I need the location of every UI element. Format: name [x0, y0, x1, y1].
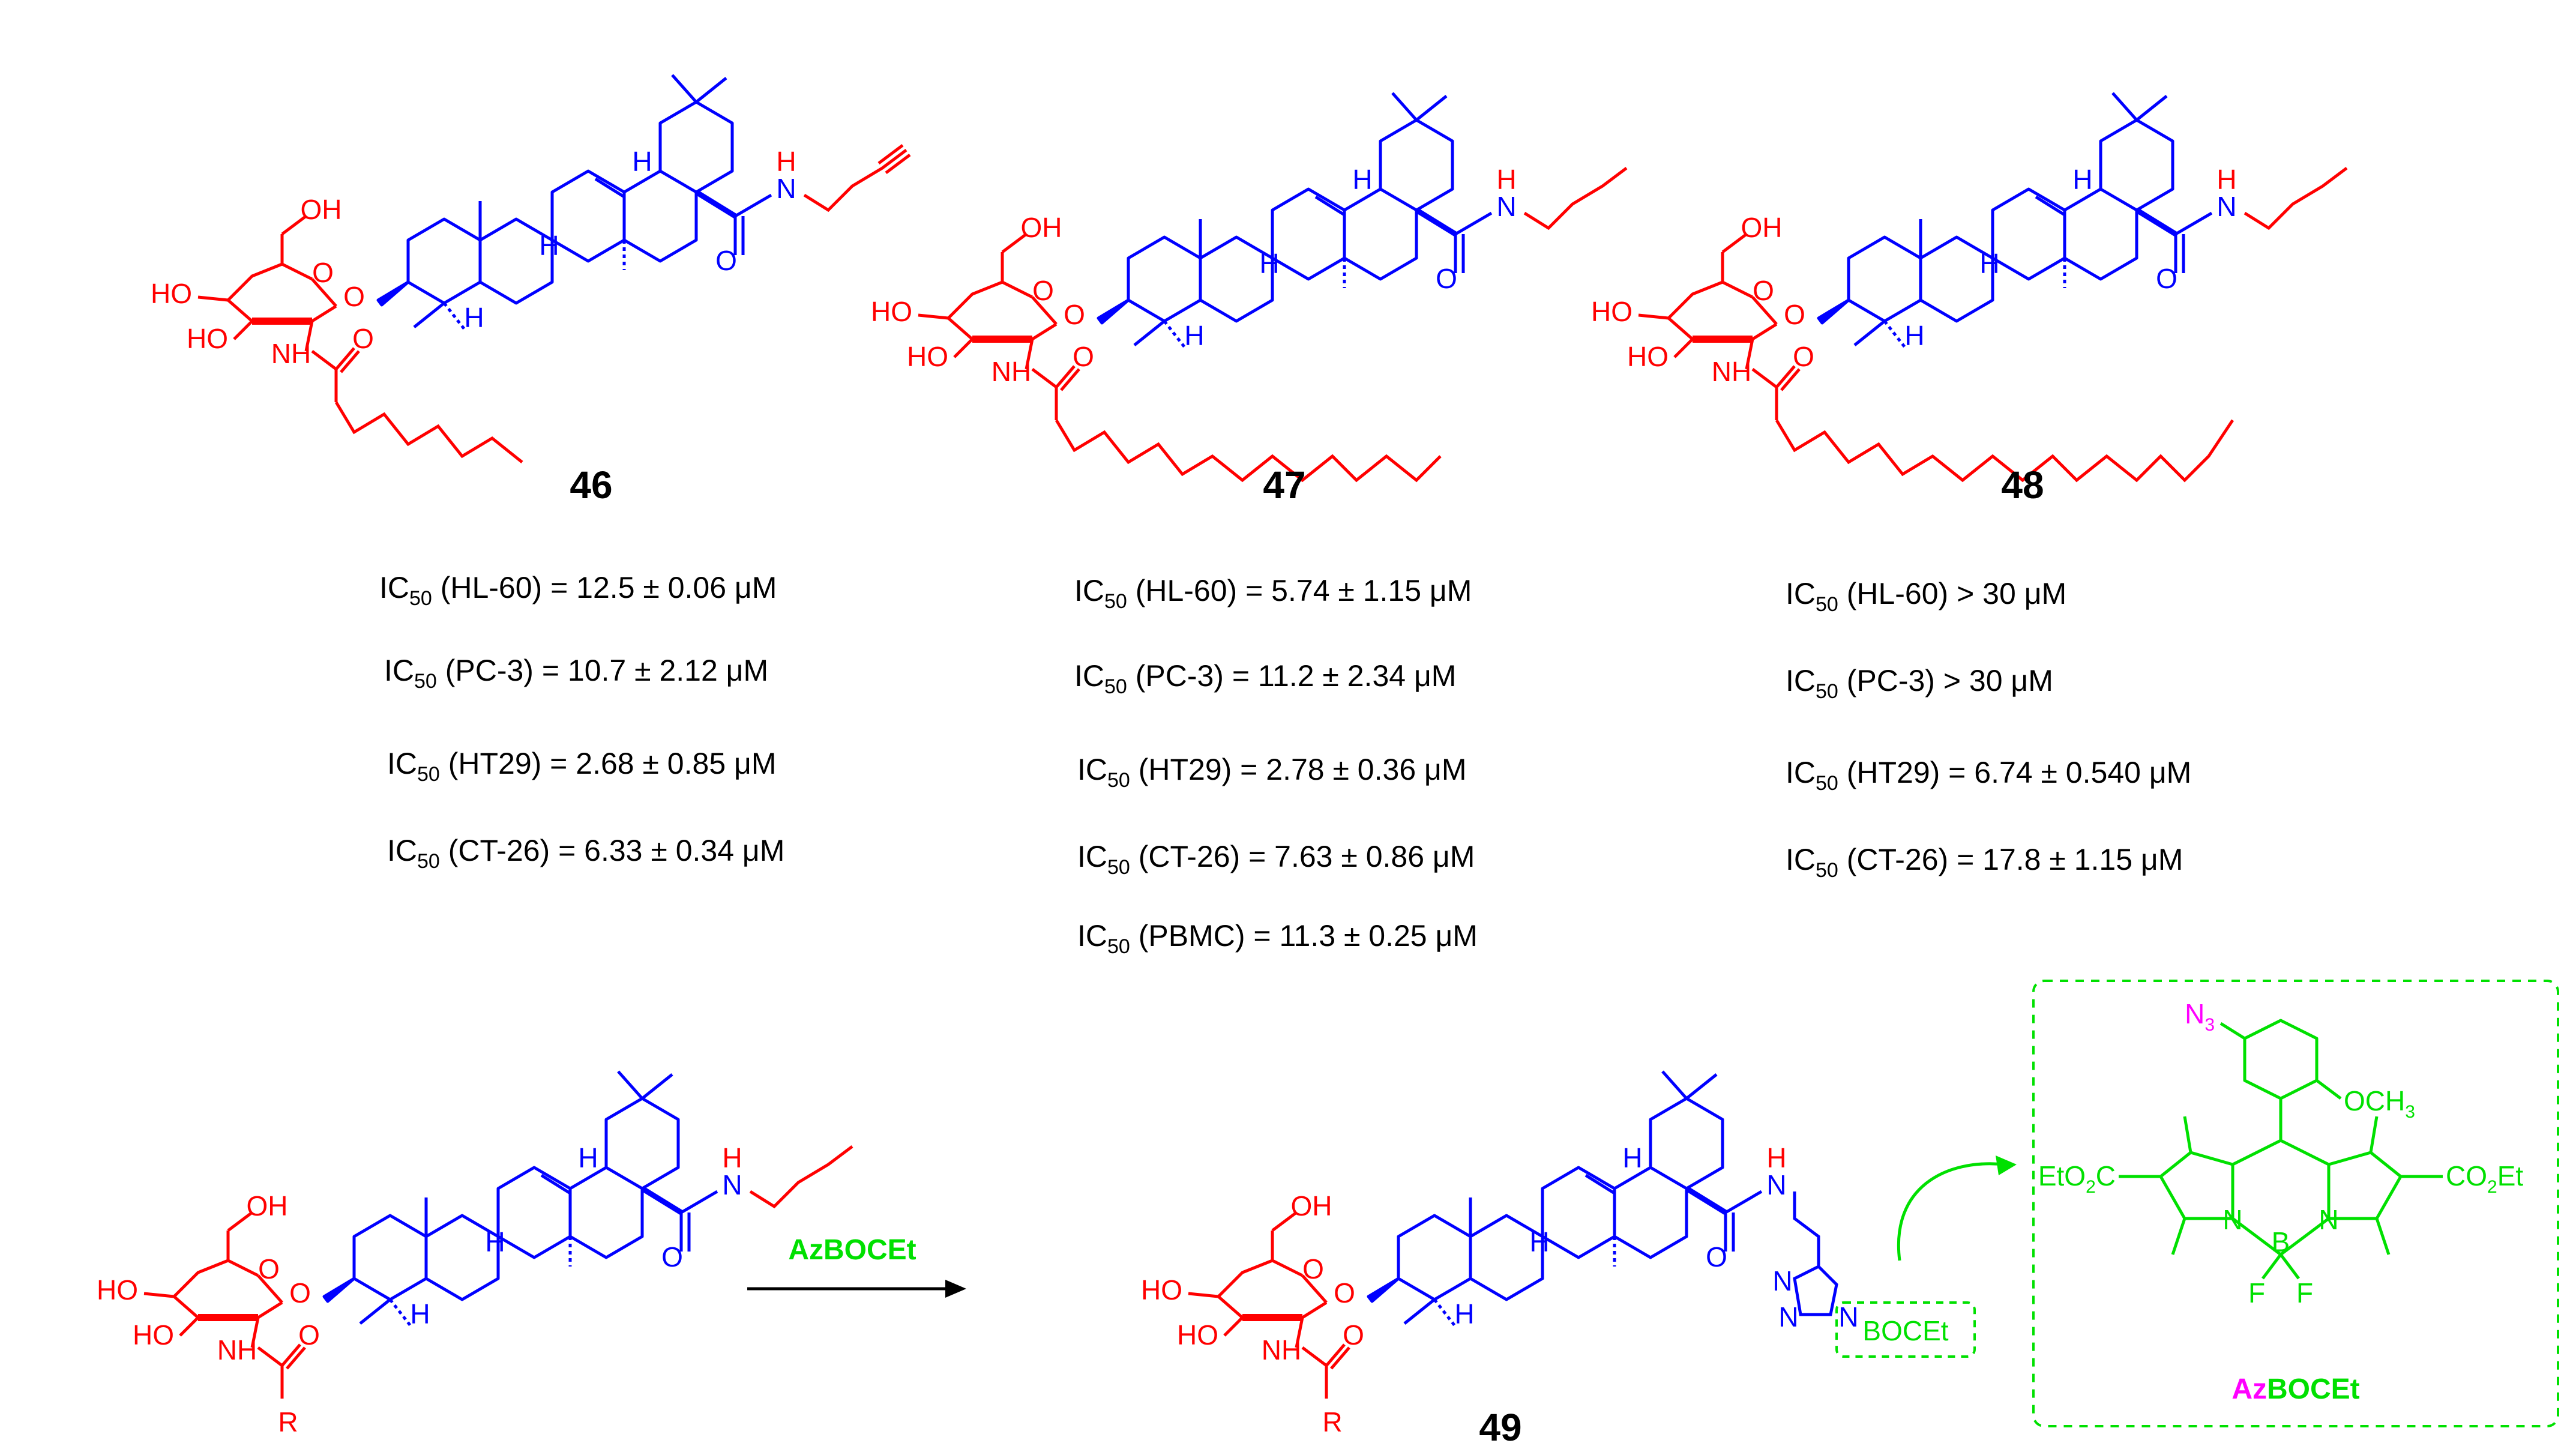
- ic50-line: IC50 (PC-3) > 30 μM: [1786, 664, 2053, 703]
- svg-text:R: R: [278, 1406, 298, 1438]
- ic50-line: IC50 (PC-3) = 11.2 ± 2.34 μM: [1074, 659, 1457, 698]
- ic50-line: IC50 (HT29) = 6.74 ± 0.540 μM: [1786, 756, 2192, 795]
- reaction-reagent-label: AzBOCEt: [788, 1234, 916, 1266]
- svg-text:CO2Et: CO2Et: [2446, 1160, 2523, 1197]
- ic50-line: IC50 (CT-26) = 6.33 ± 0.34 μM: [387, 834, 785, 873]
- compound-47-structure: [871, 93, 1628, 483]
- svg-text:F: F: [2296, 1277, 2313, 1309]
- ic50-line: IC50 (PC-3) = 10.7 ± 2.12 μM: [384, 654, 769, 693]
- product-49-structure: R N N N BOCEt: [1141, 1071, 1976, 1438]
- svg-text:AzBOCEt: AzBOCEt: [2231, 1373, 2359, 1405]
- svg-text:N: N: [1778, 1301, 1798, 1333]
- compound-47-label: 47: [1263, 463, 1305, 507]
- svg-text:F: F: [2248, 1277, 2265, 1309]
- svg-text:N: N: [2319, 1204, 2338, 1235]
- compound-46-label: 46: [570, 463, 612, 507]
- reaction-arrow: AzBOCEt: [747, 1234, 966, 1298]
- compound-48-structure: [1591, 93, 2348, 483]
- product-49-label: 49: [1479, 1406, 1521, 1449]
- ic50-line: IC50 (PBMC) = 11.3 ± 0.25 μM: [1077, 919, 1478, 958]
- highlight-arrow: [1897, 1162, 2005, 1261]
- svg-text:N: N: [1838, 1301, 1858, 1333]
- ic50-line: IC50 (HL-60) > 30 μM: [1786, 577, 2067, 616]
- svg-text:B: B: [2272, 1226, 2290, 1258]
- compound-46-structure: [151, 75, 911, 463]
- svg-text:OCH3: OCH3: [2344, 1085, 2415, 1122]
- ic50-line: IC50 (HL-60) = 12.5 ± 0.06 μM: [379, 571, 777, 610]
- ic50-line: IC50 (HT29) = 2.78 ± 0.36 μM: [1077, 753, 1467, 792]
- starting-material-structure: R: [97, 1071, 853, 1438]
- ic50-line: IC50 (CT-26) = 7.63 ± 0.86 μM: [1077, 840, 1475, 879]
- compound-48-label: 48: [2001, 463, 2044, 507]
- highlight-arrow-head: [1996, 1155, 2017, 1175]
- ic50-line: IC50 (HL-60) = 5.74 ± 1.15 μM: [1074, 574, 1472, 613]
- svg-text:R: R: [1322, 1406, 1342, 1438]
- svg-text:N3: N3: [2185, 998, 2215, 1035]
- svg-text:EtO2C: EtO2C: [2038, 1160, 2116, 1197]
- ic50-line: IC50 (CT-26) = 17.8 ± 1.15 μM: [1786, 843, 2183, 882]
- azbocet-box: N3 OCH3 EtO2C CO2Et N N B F F AzBOCEt: [2032, 980, 2559, 1427]
- svg-text:BOCEt: BOCEt: [1862, 1315, 1948, 1346]
- svg-text:N: N: [1772, 1265, 1792, 1297]
- svg-text:N: N: [2222, 1204, 2242, 1235]
- ic50-line: IC50 (HT29) = 2.68 ± 0.85 μM: [387, 747, 777, 786]
